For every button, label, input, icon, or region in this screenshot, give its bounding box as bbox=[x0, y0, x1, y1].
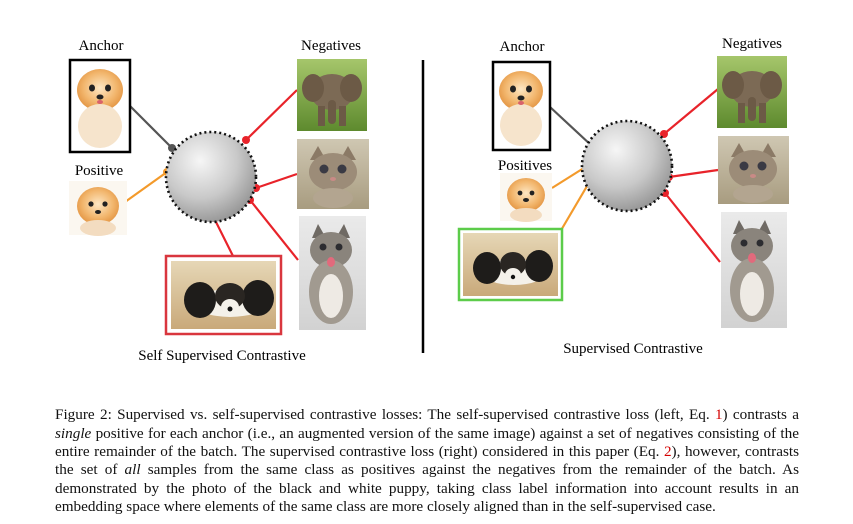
positive-black-white-puppy-photo bbox=[457, 227, 564, 302]
positive-link bbox=[124, 171, 168, 203]
figure-label: Figure 2: bbox=[55, 406, 112, 424]
negative-tabby-kitten-photo bbox=[297, 139, 369, 209]
positive-label: Positive bbox=[75, 163, 124, 179]
negative-link bbox=[255, 172, 298, 190]
equation-ref-link[interactable]: 1 bbox=[714, 406, 723, 424]
negatives-label: Negatives bbox=[722, 36, 782, 52]
caption-text: Supervised vs. self-supervised contrasti… bbox=[111, 406, 715, 424]
negative-link bbox=[664, 192, 721, 263]
caption-text: ), however, contrasts the set of bbox=[55, 443, 799, 479]
figure-2: Anchor Negatives Positive Self Supervise… bbox=[68, 36, 789, 364]
anchor-link bbox=[549, 106, 593, 147]
negative-link bbox=[668, 168, 719, 179]
negative-link bbox=[663, 88, 719, 135]
negative-link bbox=[245, 89, 298, 141]
negative-kitten-tongue-photo bbox=[721, 212, 787, 328]
panel-title: Supervised Contrastive bbox=[563, 341, 703, 357]
negative-link-dot bbox=[242, 136, 250, 144]
caption-text: ) contrasts a bbox=[722, 406, 799, 424]
positive-link bbox=[559, 180, 591, 233]
negatives-label: Negatives bbox=[301, 38, 361, 54]
caption-text: samples from the same class as positives… bbox=[55, 461, 799, 516]
anchor-label: Anchor bbox=[500, 39, 545, 55]
caption-emphasis: all bbox=[124, 461, 141, 479]
embedding-sphere bbox=[580, 119, 674, 213]
negative-tabby-kitten-photo bbox=[718, 136, 789, 204]
negative-link bbox=[249, 199, 299, 261]
caption-emphasis: single bbox=[55, 424, 92, 442]
anchor-link-dot bbox=[168, 144, 176, 152]
anchor-pomeranian-photo bbox=[491, 60, 552, 152]
positives-label: Positives bbox=[498, 158, 552, 174]
figure-caption: Figure 2: Supervised vs. self-supervised… bbox=[55, 406, 799, 516]
positive-link bbox=[551, 165, 588, 189]
panel-title: Self Supervised Contrastive bbox=[138, 348, 306, 364]
caption-text: positive for each anchor (i.e., an augme… bbox=[55, 424, 799, 460]
self-supervised-panel: Anchor Negatives Positive Self Supervise… bbox=[68, 38, 369, 364]
negative-kitten-tongue-photo bbox=[299, 216, 366, 330]
negative-black-white-puppy-photo bbox=[164, 254, 283, 336]
positive-pomeranian-photo bbox=[69, 181, 127, 236]
anchor-label: Anchor bbox=[79, 38, 124, 54]
equation-ref-link[interactable]: 2 bbox=[663, 443, 672, 460]
negative-link bbox=[213, 217, 235, 259]
negative-elephant-photo bbox=[297, 59, 367, 131]
supervised-panel: Anchor Negatives Positives Supervised Co… bbox=[457, 36, 789, 357]
embedding-sphere bbox=[164, 130, 258, 224]
negative-elephant-photo bbox=[717, 56, 787, 128]
anchor-pomeranian-photo bbox=[68, 58, 132, 154]
anchor-link bbox=[126, 102, 173, 149]
positive-pomeranian-photo bbox=[500, 173, 552, 222]
